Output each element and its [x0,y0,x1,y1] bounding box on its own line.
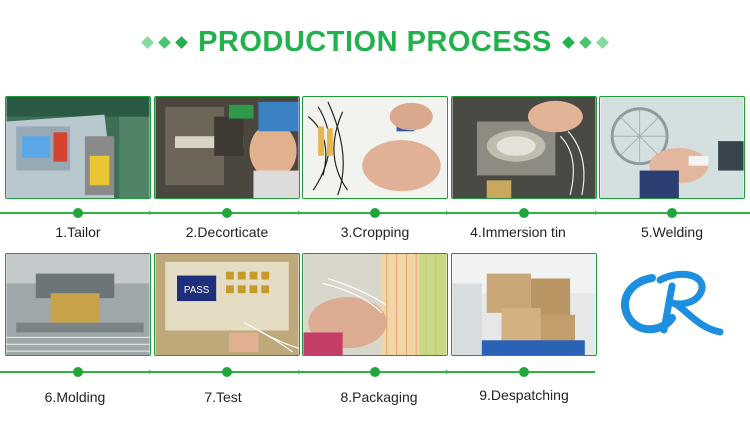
stripping-machine-photo [155,97,299,198]
timeline-dot [73,208,83,218]
chevron-right-icon: › [445,365,450,378]
timeline-dot [222,208,232,218]
molding-machine-photo [6,254,150,355]
diamond-icon [579,35,592,49]
page-title: PRODUCTION PROCESS [198,25,552,58]
step-photo-7: PASS [154,253,300,356]
step-label-4: 4.Immersion tin [470,224,566,240]
chevron-right-icon: › [594,206,599,219]
step-photo-8 [302,253,448,356]
timeline-row-2 [0,371,595,373]
step-label-8: 8.Packaging [340,389,418,405]
step-label-6: 6.Molding [44,389,106,405]
step-photo-5 [599,96,745,199]
step-photo-3 [302,96,448,199]
step-label-9: 9.Despatching [479,387,569,403]
tin-pot-photo [452,97,596,198]
step-label-7: 7.Test [204,389,242,405]
timeline-dot [370,208,380,218]
cr-logo-icon [612,270,728,340]
step-label-1: 1.Tailor [55,224,101,240]
step-photo-9 [451,253,597,356]
step-label-3: 3.Cropping [340,224,410,240]
cartons-photo [452,254,596,355]
welding-photo [600,97,744,198]
diamond-icon [175,35,188,49]
packaging-photo [303,254,447,355]
test-machine-photo: PASS [155,254,299,355]
timeline-dot [370,367,380,377]
timeline-dot [519,367,529,377]
diamond-icon [562,35,575,49]
chevron-right-icon: › [445,206,450,219]
step-photo-4 [451,96,597,199]
cutting-machine-photo [6,97,150,198]
step-photo-2 [154,96,300,199]
pass-screen-text: PASS [184,285,210,296]
chevron-right-icon: › [148,206,153,219]
right-diamonds [562,35,609,49]
timeline-dot [519,208,529,218]
diamond-icon [158,35,171,49]
timeline-dot [222,367,232,377]
left-diamonds [141,35,188,49]
step-label-5: 5.Welding [640,224,703,240]
diamond-icon [141,35,154,49]
step-label-2: 2.Decorticate [185,224,269,240]
step-photo-1 [5,96,151,199]
chevron-right-icon: › [297,365,302,378]
diamond-icon [596,35,609,49]
wire-cropping-photo [303,97,447,198]
timeline-dot [667,208,677,218]
chevron-right-icon: › [148,365,153,378]
timeline-dot [73,367,83,377]
header: PRODUCTION PROCESS [0,22,750,62]
step-photo-6 [5,253,151,356]
chevron-right-icon: › [297,206,302,219]
